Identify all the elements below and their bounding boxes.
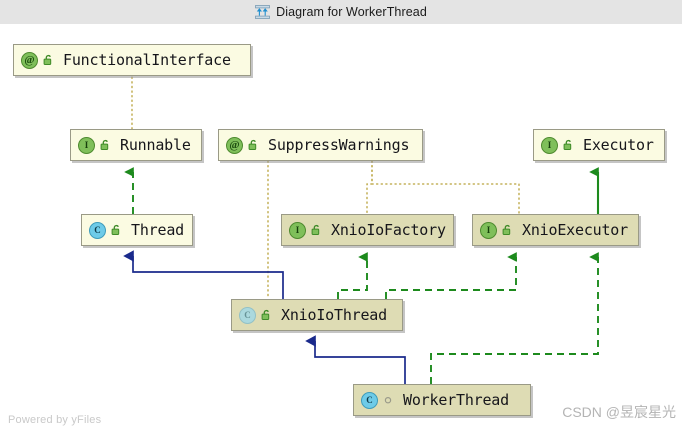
interface-icon: I (541, 136, 558, 154)
class-node-label: XnioIoThread (281, 306, 387, 324)
class-icon: C (361, 391, 378, 409)
class-node-label: SuppressWarnings (268, 136, 410, 154)
class-node-runnable[interactable]: I Runnable (70, 129, 202, 161)
abstract-class-icon: C (239, 306, 256, 324)
yfiles-watermark: Powered by yFiles (8, 414, 102, 426)
unlock-public-icon (248, 139, 259, 151)
class-node-executor[interactable]: I Executor (533, 129, 665, 161)
csdn-watermark: CSDN @昱宸星光 (562, 404, 676, 420)
unlock-public-icon (43, 54, 54, 66)
diagram-hierarchy-icon (255, 5, 270, 19)
annotation-icon: @ (21, 51, 38, 69)
class-node-label: XnioExecutor (522, 221, 628, 239)
unlock-public-icon (563, 139, 574, 151)
interface-icon: I (78, 136, 95, 154)
diagram-canvas[interactable]: FunctionalInterface --> Executor (green … (0, 24, 682, 434)
unlock-public-icon (100, 139, 111, 151)
class-node-thread[interactable]: C Thread (81, 214, 193, 246)
package-private-circle-icon (383, 394, 394, 406)
unlock-public-icon (111, 224, 122, 236)
edge-layer: FunctionalInterface --> Executor (green … (123, 75, 600, 384)
class-node-worker-thread[interactable]: C WorkerThread (353, 384, 531, 416)
class-node-label: Executor (583, 136, 654, 154)
edge-workerthread-xnioiothread (305, 335, 406, 384)
class-node-functional-interface[interactable]: @ FunctionalInterface (13, 44, 251, 76)
class-icon: C (89, 221, 106, 239)
class-node-xnio-io-thread[interactable]: C XnioIoThread (231, 299, 403, 331)
edge-xnioiothread-thread (123, 250, 284, 299)
window-title: Diagram for WorkerThread (276, 5, 427, 19)
edge-xnioiothread-xnioexecutor (385, 252, 517, 299)
unlock-public-icon (311, 224, 322, 236)
class-node-label: WorkerThread (403, 391, 509, 409)
edge-xnioiofactory-suppresswarnings (366, 160, 373, 215)
edge-xnioiothread-xnioiofactory (337, 252, 368, 299)
class-node-suppress-warnings[interactable]: @ SuppressWarnings (218, 129, 423, 161)
interface-icon: I (480, 221, 497, 239)
class-node-label: Runnable (120, 136, 191, 154)
annotation-icon: @ (226, 136, 243, 154)
class-node-label: XnioIoFactory (331, 221, 446, 239)
class-node-xnio-io-factory[interactable]: I XnioIoFactory (281, 214, 454, 246)
window-titlebar: Diagram for WorkerThread (0, 0, 682, 25)
edge-xnioexecutor-suppresswarnings (371, 160, 520, 215)
unlock-public-icon (502, 224, 513, 236)
class-node-xnio-executor[interactable]: I XnioExecutor (472, 214, 639, 246)
edge-workerthread-xnioexecutor (430, 252, 599, 384)
class-node-label: FunctionalInterface (63, 51, 231, 69)
unlock-public-icon (261, 309, 272, 321)
class-node-label: Thread (131, 221, 184, 239)
interface-icon: I (289, 221, 306, 239)
